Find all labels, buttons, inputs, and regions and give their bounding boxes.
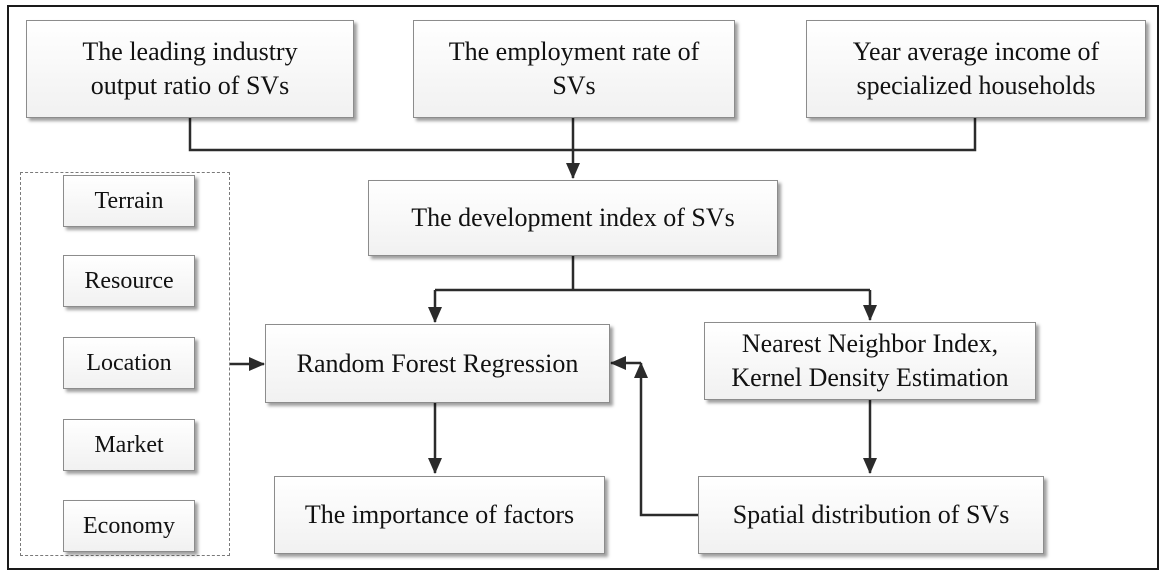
node-employment-rate: The employment rate of SVs (413, 20, 735, 118)
split-line (435, 256, 870, 292)
factor-group (20, 172, 230, 556)
factor-market-label: Market (94, 432, 164, 458)
factor-economy-label: Economy (83, 513, 175, 539)
node-nearest-neighbor: Nearest Neighbor Index, Kernel Density E… (704, 322, 1036, 400)
factor-terrain: Terrain (63, 175, 195, 227)
node-nearest-neighbor-label: Nearest Neighbor Index, Kernel Density E… (731, 329, 1009, 392)
factor-resource: Resource (63, 255, 195, 307)
node-spatial-distribution-label: Spatial distribution of SVs (732, 500, 1010, 529)
merge-line (188, 118, 977, 152)
node-random-forest: Random Forest Regression (265, 324, 610, 403)
node-importance: The importance of factors (274, 476, 605, 554)
node-development-index-label: The development index of SVs (411, 203, 735, 232)
node-employment-rate-label: The employment rate of SVs (448, 37, 700, 100)
factor-economy: Economy (63, 500, 195, 552)
factor-terrain-label: Terrain (94, 188, 164, 214)
node-random-forest-label: Random Forest Regression (296, 348, 579, 378)
factor-location: Location (63, 337, 195, 389)
node-importance-label: The importance of factors (304, 500, 575, 529)
factor-market: Market (63, 419, 195, 471)
node-development-index: The development index of SVs (368, 180, 778, 256)
node-year-income-label: Year average income of specialized house… (852, 37, 1100, 100)
factor-location-label: Location (86, 350, 172, 376)
outer-frame (7, 5, 1159, 570)
feedback-line (634, 362, 698, 517)
node-leading-industry: The leading industry output ratio of SVs (26, 20, 354, 118)
node-year-income: Year average income of specialized house… (806, 20, 1146, 118)
node-spatial-distribution: Spatial distribution of SVs (698, 476, 1044, 554)
node-leading-industry-label: The leading industry output ratio of SVs (82, 37, 298, 100)
factor-resource-label: Resource (84, 268, 174, 294)
